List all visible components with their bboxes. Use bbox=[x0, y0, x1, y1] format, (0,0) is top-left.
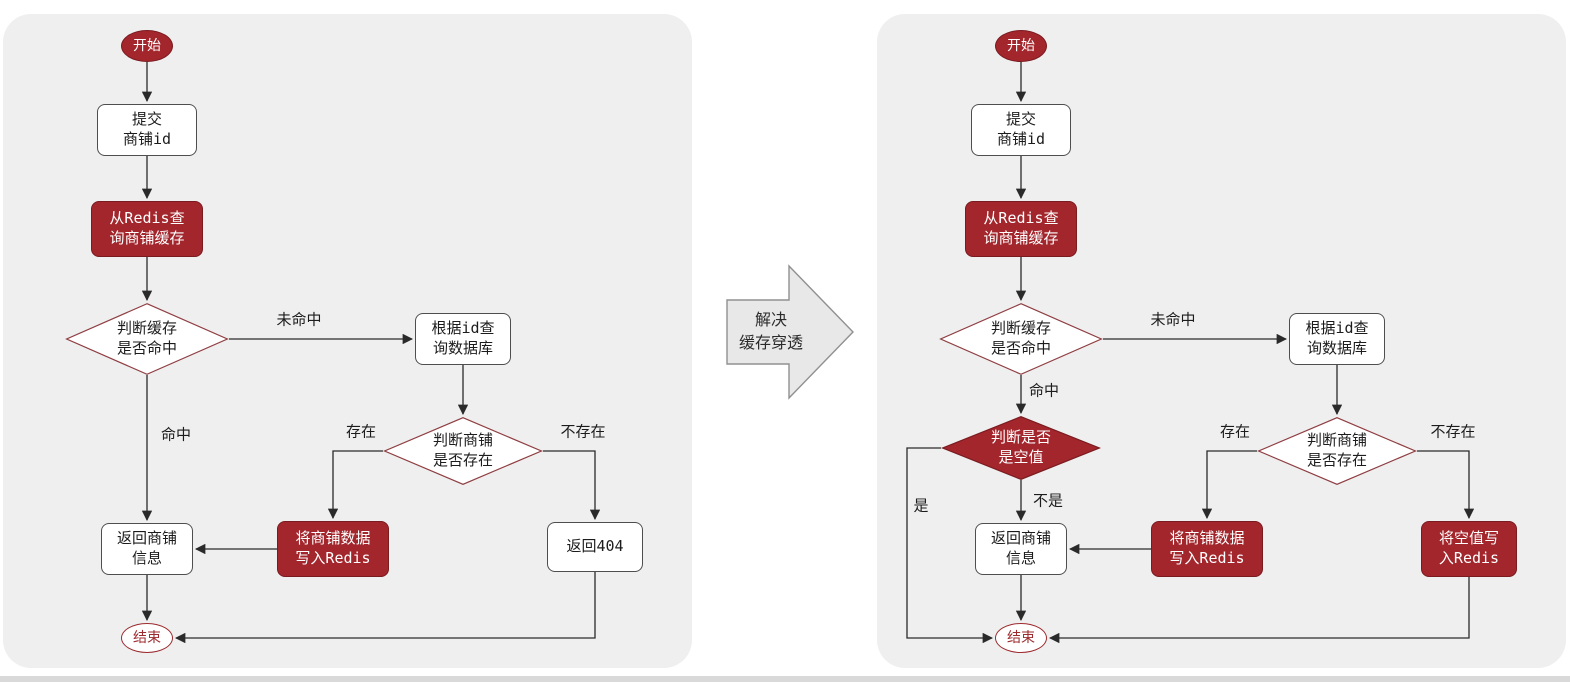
edge-label-miss-right: 未命中 bbox=[1150, 310, 1196, 329]
check-cache-hit-diamond-left: 判断缓存 是否命中 bbox=[65, 303, 229, 375]
diamond-shape bbox=[65, 303, 229, 375]
edge-return404-end-left bbox=[174, 572, 596, 644]
submit-shop-id-node-left: 提交 商铺id bbox=[97, 104, 197, 156]
transition-arrow-label: 解决 缓存穿透 bbox=[738, 309, 804, 352]
transition-arrow-shape bbox=[726, 264, 854, 400]
query-redis-cache-node-left: 从Redis查 询商铺缓存 bbox=[91, 201, 203, 257]
diamond-shape bbox=[383, 417, 543, 485]
bottom-edge-strip bbox=[0, 676, 1570, 682]
write-shop-to-redis-node-left: 将商铺数据 写入Redis bbox=[277, 521, 389, 577]
end-node-right: 结束 bbox=[995, 623, 1047, 653]
query-db-node-left: 根据id查 询数据库 bbox=[415, 313, 511, 365]
diamond-shape bbox=[1257, 417, 1417, 485]
edge-shop-exists-left bbox=[327, 450, 383, 520]
edge-label-exists-right: 存在 bbox=[1219, 422, 1251, 441]
query-db-node-right: 根据id查 询数据库 bbox=[1289, 313, 1385, 365]
write-null-to-redis-node-right: 将空值写 入Redis bbox=[1421, 521, 1517, 577]
check-shop-exists-diamond-right: 判断商铺 是否存在 bbox=[1257, 417, 1417, 485]
edge-label-yes-right: 是 bbox=[913, 496, 929, 515]
edge-null-yes-end-right bbox=[906, 447, 994, 644]
return-404-node-left: 返回404 bbox=[547, 522, 643, 572]
start-node-left: 开始 bbox=[121, 30, 173, 62]
start-node-right: 开始 bbox=[995, 30, 1047, 62]
edge-writenull-end-right bbox=[1048, 577, 1470, 644]
edge-label-hit-left: 命中 bbox=[160, 425, 192, 444]
end-node-left: 结束 bbox=[121, 623, 173, 653]
check-cache-hit-diamond-right: 判断缓存 是否命中 bbox=[939, 303, 1103, 375]
submit-shop-id-node-right: 提交 商铺id bbox=[971, 104, 1071, 156]
query-redis-cache-node-right: 从Redis查 询商铺缓存 bbox=[965, 201, 1077, 257]
edge-label-exists-left: 存在 bbox=[345, 422, 377, 441]
write-shop-to-redis-node-right: 将商铺数据 写入Redis bbox=[1151, 521, 1263, 577]
return-shop-info-node-right: 返回商铺 信息 bbox=[975, 523, 1067, 575]
diamond-shape bbox=[941, 416, 1101, 480]
return-shop-info-node-left: 返回商铺 信息 bbox=[101, 523, 193, 575]
diamond-shape bbox=[939, 303, 1103, 375]
edge-shop-notexists-left bbox=[543, 450, 601, 521]
edge-label-hit-right: 命中 bbox=[1028, 381, 1060, 400]
edge-label-notexists-left: 不存在 bbox=[560, 422, 606, 441]
check-null-value-diamond-right: 判断是否 是空值 bbox=[941, 416, 1101, 480]
edge-shop-exists-right bbox=[1201, 450, 1257, 520]
edge-label-miss-left: 未命中 bbox=[276, 310, 322, 329]
edge-shop-notexists-right bbox=[1417, 450, 1475, 520]
check-shop-exists-diamond-left: 判断商铺 是否存在 bbox=[383, 417, 543, 485]
edge-label-notexists-right: 不存在 bbox=[1430, 422, 1476, 441]
edge-label-no-right: 不是 bbox=[1032, 491, 1064, 510]
